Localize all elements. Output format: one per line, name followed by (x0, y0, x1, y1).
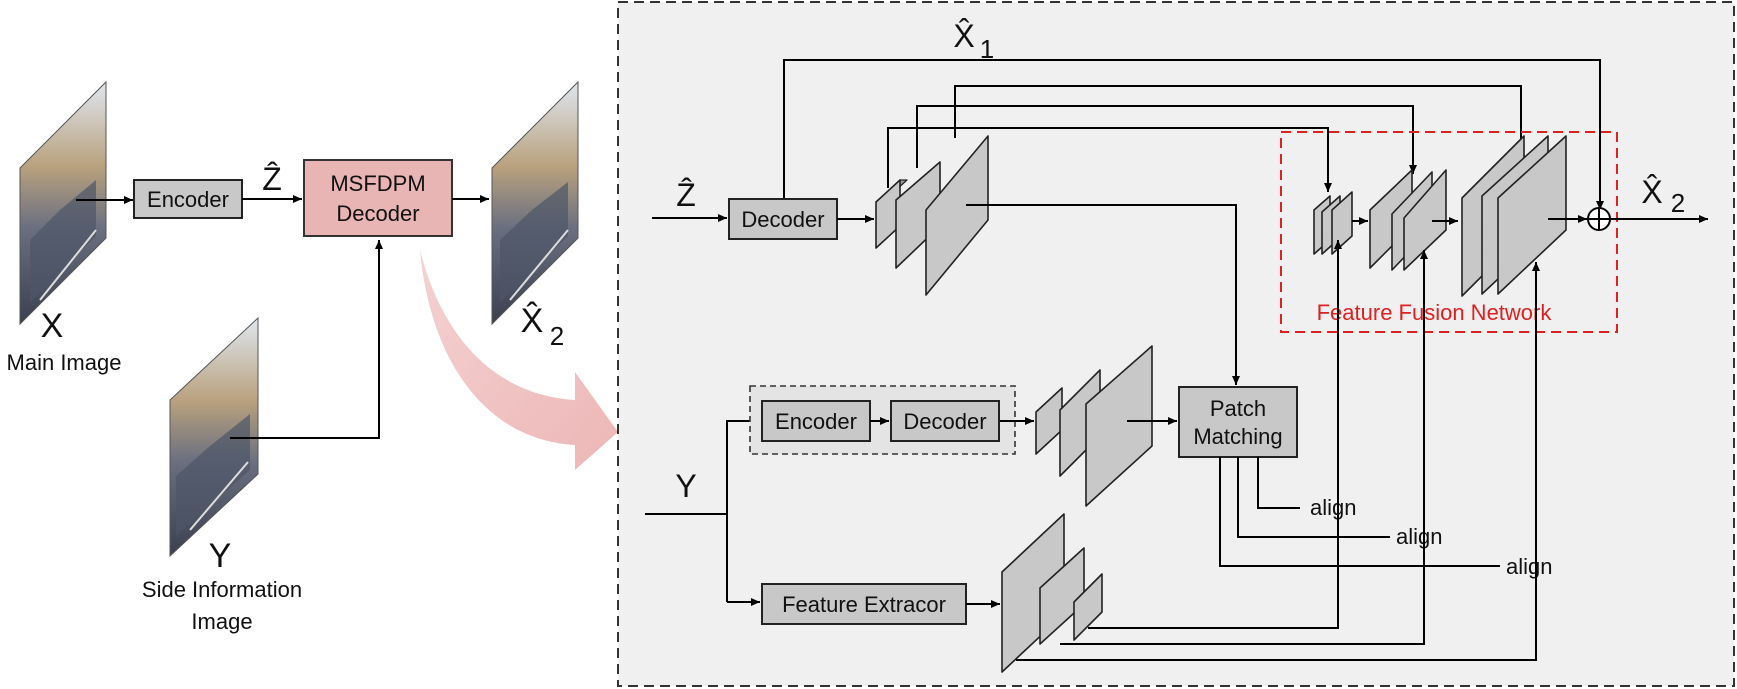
fusion-feature-maps-small (1313, 191, 1353, 255)
msfdpm-label-line2: Decoder (336, 201, 419, 226)
output-symbol: X̂ (521, 301, 544, 340)
x2-symbol: X̂ (1641, 174, 1662, 210)
output-image-thumbnail (491, 80, 579, 326)
detail-panel (617, 1, 1735, 687)
wire-x1-skip (783, 59, 1604, 210)
y-symbol: Y (675, 468, 696, 504)
fusion-network-box (1280, 131, 1618, 333)
arrow-y-to-encoder (726, 417, 760, 602)
wire-patch-to-align3 (1219, 457, 1500, 567)
x2-subscript: 2 (1671, 188, 1685, 218)
wire-feature-small-to-fusion (1088, 240, 1342, 629)
side-image-thumbnail (169, 316, 259, 558)
patch-matching-line1: Patch (1210, 396, 1266, 421)
feature-extractor-box (761, 583, 967, 625)
x1-subscript: 1 (980, 34, 994, 64)
main-image-caption: Main Image (7, 350, 122, 375)
msfdpm-label-line1: MSFDPM (330, 171, 425, 196)
patch-matching-line2: Matching (1193, 424, 1282, 449)
wire-dec3-to-fusion3 (954, 85, 1525, 164)
side-image-caption-line2: Image (191, 609, 252, 634)
fusion-feature-maps-mid (1369, 169, 1447, 271)
patch-matching-box (1178, 386, 1298, 458)
wire-patch-to-align2 (1237, 457, 1390, 538)
side-decoder-label: Decoder (903, 409, 986, 434)
side-decoder-box (890, 400, 1000, 442)
wire-feature-large-to-fusion (1016, 262, 1540, 661)
extractor-feature-maps (1001, 513, 1103, 673)
zoom-arrow (420, 250, 618, 470)
latent-symbol: Ẑ (262, 161, 282, 197)
detail-decoder-label: Decoder (741, 207, 824, 232)
main-image-thumbnail (19, 80, 107, 326)
z-symbol: Ẑ (676, 177, 696, 213)
decoder-feature-maps (875, 135, 989, 296)
detail-decoder-box (728, 198, 838, 240)
feature-extractor-label: Feature Extracor (782, 592, 946, 617)
side-encoder-box (761, 400, 871, 442)
align-label-1: align (1310, 495, 1356, 520)
fusion-feature-maps-large (1461, 135, 1567, 297)
align-label-2: align (1396, 524, 1442, 549)
wire-decoder-features-to-patch (966, 204, 1240, 385)
side-encoder-label: Encoder (775, 409, 857, 434)
side-image-caption-line1: Side Information (142, 577, 302, 602)
x1-symbol: X̂ (953, 18, 974, 54)
arrow-side-to-decoder (230, 240, 383, 439)
wire-dec2-to-fusion2 (916, 105, 1417, 174)
side-decoder-feature-maps (1035, 345, 1153, 507)
fusion-network-label: Feature Fusion Network (1317, 300, 1553, 325)
encoder-label: Encoder (147, 187, 229, 212)
output-subscript: 2 (550, 321, 564, 351)
wire-patch-to-align1 (1257, 457, 1300, 509)
main-image-symbol: X (41, 307, 64, 345)
wire-dec1-to-fusion1 (887, 127, 1332, 192)
wire-feature-mid-to-fusion (1060, 250, 1428, 645)
align-label-3: align (1506, 554, 1552, 579)
side-image-symbol: Y (209, 537, 232, 575)
